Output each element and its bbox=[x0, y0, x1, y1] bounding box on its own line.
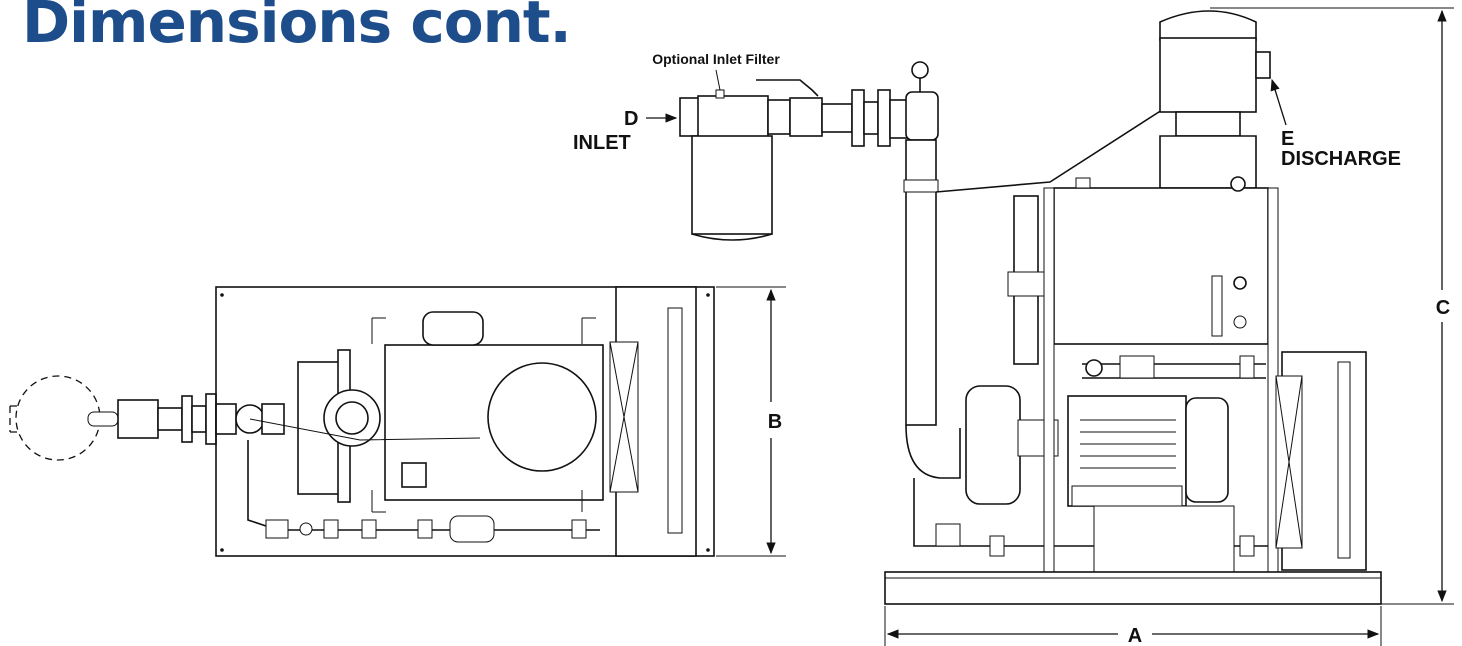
exhaust-filter bbox=[1159, 10, 1271, 189]
side-view-reservoir bbox=[1053, 187, 1269, 345]
side-view-base-skid bbox=[884, 571, 1382, 605]
top-view-base-plate bbox=[215, 286, 715, 557]
dim-a-label: A bbox=[1128, 625, 1142, 646]
optional-filter-outline bbox=[15, 375, 101, 461]
top-view-separator-tank bbox=[487, 362, 597, 472]
callouts: Optional Inlet Filter D INLET E DISCHARG… bbox=[573, 51, 1401, 170]
side-view bbox=[679, 10, 1382, 605]
inlet-letter: D bbox=[624, 108, 638, 130]
top-view bbox=[9, 286, 715, 557]
side-view-pump bbox=[965, 385, 1021, 505]
dim-c-label: C bbox=[1436, 297, 1450, 319]
dimension-a: A bbox=[884, 606, 1382, 646]
discharge-letter: E bbox=[1281, 128, 1294, 150]
dim-b-label: B bbox=[768, 411, 782, 433]
dimension-b: B bbox=[716, 286, 786, 557]
top-view-inlet-piping bbox=[87, 393, 285, 445]
page-title: Dimensions cont. bbox=[22, 0, 572, 56]
inlet-label: INLET bbox=[573, 132, 631, 154]
discharge-label: DISCHARGE bbox=[1281, 148, 1401, 170]
dimension-c: C bbox=[1210, 7, 1454, 605]
inlet-filter-label: Optional Inlet Filter bbox=[652, 51, 780, 67]
side-view-motor bbox=[1067, 395, 1229, 507]
inlet-filter bbox=[679, 89, 791, 241]
